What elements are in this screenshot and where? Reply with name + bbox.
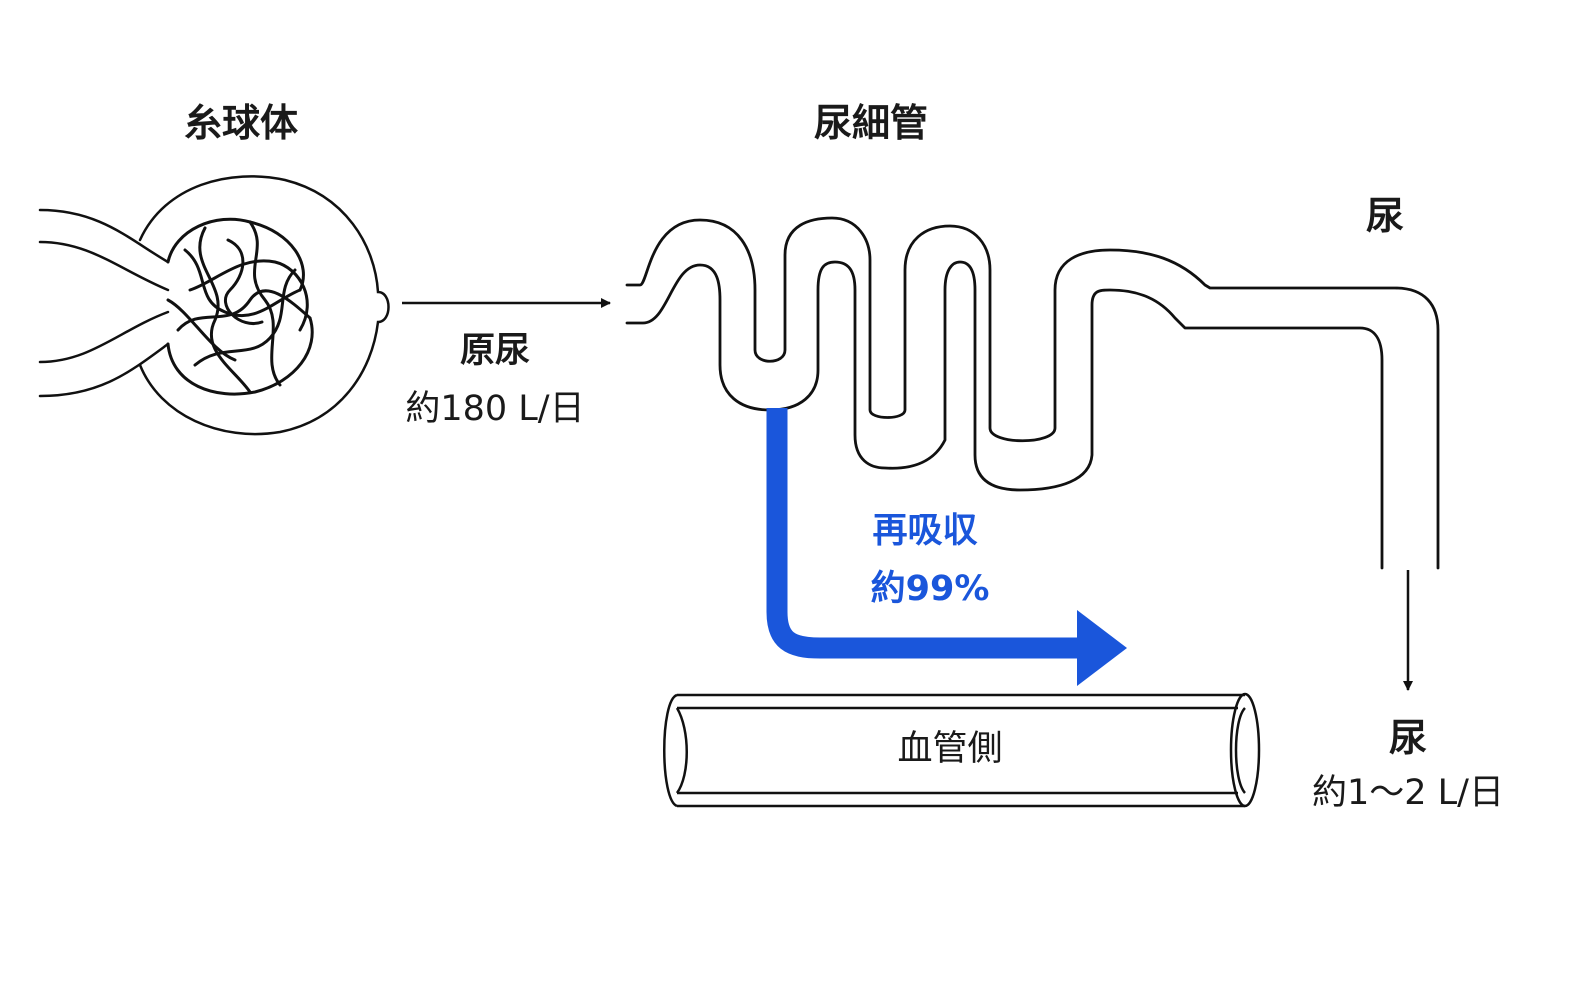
reabsorption-label: 再吸収 [872, 511, 978, 551]
primary-urine-label: 原尿 [459, 331, 530, 371]
urine-bottom-label: 尿 [1388, 716, 1427, 760]
primary-urine-volume: 約180 L/日 [405, 389, 585, 429]
glomerulus-icon [38, 175, 390, 436]
tubule-icon [625, 216, 1440, 570]
urine-volume: 約1〜2 L/日 [1312, 773, 1504, 813]
reabsorption-arrow [766, 408, 1127, 686]
urine-top-label: 尿 [1365, 194, 1404, 238]
blood-vessel-label: 血管側 [897, 729, 1003, 769]
tubule-label: 尿細管 [813, 101, 928, 145]
reabsorption-rate: 約99% [870, 569, 990, 609]
blood-vessel-icon [663, 692, 1261, 808]
glomerulus-label: 糸球体 [183, 101, 298, 145]
